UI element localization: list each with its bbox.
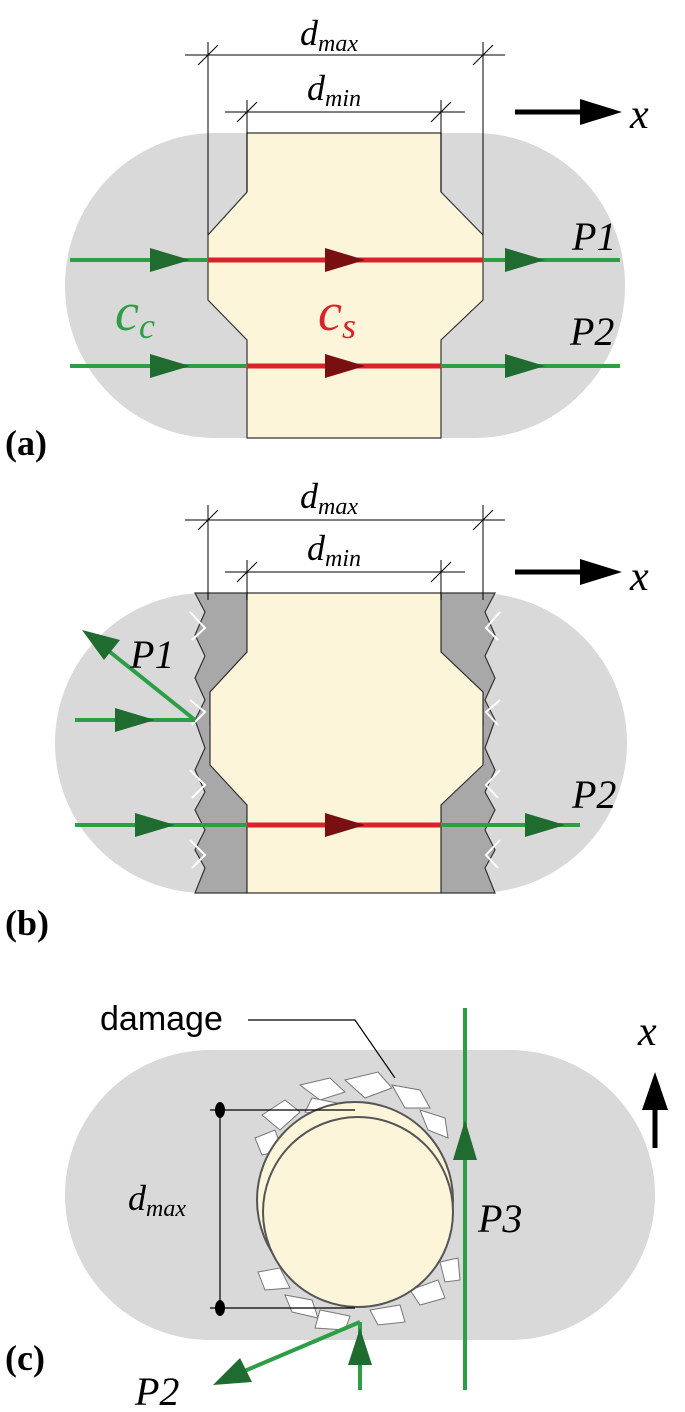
cs-label-a: cs	[318, 282, 356, 346]
dmax-label-b: dmax	[300, 476, 358, 520]
p2-label-c: P2	[134, 1369, 179, 1412]
panel-b: dmax dmin x P1 P2 (b)	[5, 476, 649, 943]
damage-leader-c	[248, 1019, 396, 1079]
steel-circle-inner-c	[262, 1116, 454, 1308]
dim-tick-bottom-c	[215, 1300, 225, 1316]
x-axis-label-a: x	[629, 92, 649, 138]
panel-a: dmax dmin x P1 P2 cc cs (a)	[5, 13, 649, 463]
p2-label-b: P2	[571, 772, 616, 817]
panel-c: dmax damage x P3 P2 (c)	[5, 1000, 668, 1412]
p1-label-a: P1	[571, 214, 616, 259]
panel-tag-c: (c)	[5, 1338, 45, 1378]
cc-label-a: cc	[115, 282, 155, 346]
dmax-label-a: dmax	[300, 13, 358, 57]
path-p2-c	[213, 1320, 372, 1390]
panel-tag-a: (a)	[5, 423, 47, 463]
x-axis-arrowhead-b	[580, 559, 622, 585]
x-axis-arrowhead-c	[642, 1072, 668, 1110]
dmin-label-a: dmin	[307, 68, 361, 112]
p2-label-a: P2	[569, 309, 614, 354]
dimension-lines-b	[185, 505, 505, 600]
panel-tag-b: (b)	[5, 903, 49, 943]
dimension-lines-a	[185, 42, 505, 235]
path-p1-b	[75, 630, 197, 732]
steel-plug-b	[209, 592, 484, 894]
path-p3-c	[453, 1008, 477, 1390]
x-axis-label-c: x	[637, 1009, 657, 1055]
dim-tick-top-c	[215, 1102, 225, 1118]
dimension-lines-c	[210, 1109, 355, 1309]
dmax-label-c: dmax	[128, 1178, 186, 1222]
damage-label-c: damage	[100, 1000, 223, 1038]
cracks-b	[189, 611, 501, 869]
x-axis-label-b: x	[629, 554, 649, 600]
path-p2-b	[75, 813, 580, 837]
damage-zone-bottom-c	[257, 1257, 461, 1331]
p1-label-b: P1	[129, 632, 174, 677]
path-p1-a	[70, 248, 620, 272]
dmin-label-b: dmin	[307, 528, 361, 572]
path-p2-a	[70, 354, 620, 378]
x-axis-arrowhead-a	[580, 99, 622, 125]
p3-label-c: P3	[477, 1196, 522, 1241]
